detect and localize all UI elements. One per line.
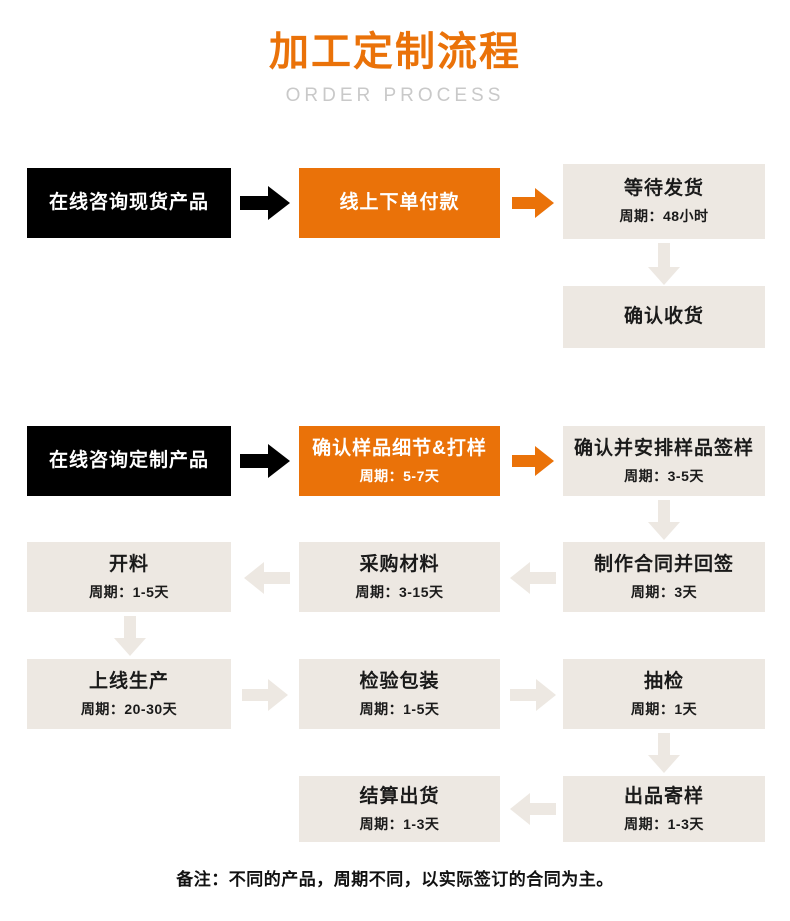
node-label: 线上下单付款 (339, 192, 460, 213)
node-cycle: 周期：1-3天 (359, 815, 440, 832)
node-label: 确认收货 (623, 306, 704, 327)
page-header: 加工定制流程 ORDER PROCESS (0, 0, 790, 108)
page-subtitle: ORDER PROCESS (285, 85, 505, 106)
node-cycle: 周期：5-7天 (359, 467, 440, 484)
arrow-left-gray-1 (510, 562, 556, 594)
node-label: 等待发货 (623, 178, 704, 199)
node-spot-check[interactable]: 抽检 周期：1天 (563, 659, 765, 729)
node-settle-shipment[interactable]: 结算出货 周期：1-3天 (299, 776, 500, 842)
node-online-order[interactable]: 线上下单付款 (299, 168, 500, 238)
arrow-down-gray-4 (648, 733, 680, 773)
arrow-right-gray-1 (242, 679, 288, 711)
arrow-left-gray-2 (244, 562, 290, 594)
node-custom-inquiry[interactable]: 在线咨询定制产品 (27, 426, 231, 496)
node-label: 出品寄样 (623, 785, 704, 807)
node-label: 确认并安排样品签样 (573, 437, 754, 459)
arrow-right-orange-1 (512, 188, 554, 218)
arrow-right-black-1 (240, 186, 290, 220)
node-inspect-pack[interactable]: 检验包装 周期：1-5天 (299, 659, 500, 729)
node-cycle: 周期：3-15天 (355, 583, 444, 600)
node-label: 采购材料 (359, 553, 440, 575)
arrow-right-orange-2 (512, 446, 554, 476)
node-label: 在线咨询定制产品 (48, 450, 209, 471)
node-sample-sign[interactable]: 确认并安排样品签样 周期：3-5天 (563, 426, 765, 496)
node-cycle: 周期：3天 (630, 583, 698, 600)
node-label: 在线咨询现货产品 (48, 192, 209, 213)
node-production[interactable]: 上线生产 周期：20-30天 (27, 659, 231, 729)
node-cycle: 周期：1-5天 (359, 700, 440, 717)
node-cutting[interactable]: 开料 周期：1-5天 (27, 542, 231, 612)
arrow-left-gray-3 (510, 793, 556, 825)
arrow-right-black-2 (240, 444, 290, 478)
node-cycle: 周期：1天 (630, 700, 698, 717)
arrow-right-gray-2 (510, 679, 556, 711)
arrow-down-gray-1 (648, 243, 680, 285)
arrow-down-gray-2 (648, 500, 680, 540)
node-cycle: 周期：3-5天 (624, 467, 704, 484)
node-cycle: 周期：1-3天 (624, 815, 704, 832)
node-label: 结算出货 (359, 785, 440, 807)
node-cycle: 周期：1-5天 (89, 583, 169, 600)
node-await-shipment[interactable]: 等待发货 周期：48小时 (563, 164, 765, 239)
node-cycle: 周期：48小时 (619, 208, 709, 224)
node-label: 开料 (108, 553, 149, 575)
node-label: 抽检 (643, 670, 684, 692)
node-stock-inquiry[interactable]: 在线咨询现货产品 (27, 168, 231, 238)
node-label: 确认样品细节&打样 (312, 437, 487, 459)
node-label: 制作合同并回签 (593, 553, 734, 575)
node-sample-shipping[interactable]: 出品寄样 周期：1-3天 (563, 776, 765, 842)
node-label: 检验包装 (359, 670, 440, 692)
footer-note: 备注：不同的产品，周期不同，以实际签订的合同为主。 (176, 870, 614, 889)
node-purchase-material[interactable]: 采购材料 周期：3-15天 (299, 542, 500, 612)
node-sample-detail[interactable]: 确认样品细节&打样 周期：5-7天 (299, 426, 500, 496)
node-cycle: 周期：20-30天 (80, 700, 178, 717)
node-label: 上线生产 (88, 670, 169, 692)
arrow-down-gray-3 (114, 616, 146, 656)
node-confirm-receipt[interactable]: 确认收货 (563, 286, 765, 348)
page-title: 加工定制流程 (269, 30, 521, 74)
node-contract-sign[interactable]: 制作合同并回签 周期：3天 (563, 542, 765, 612)
